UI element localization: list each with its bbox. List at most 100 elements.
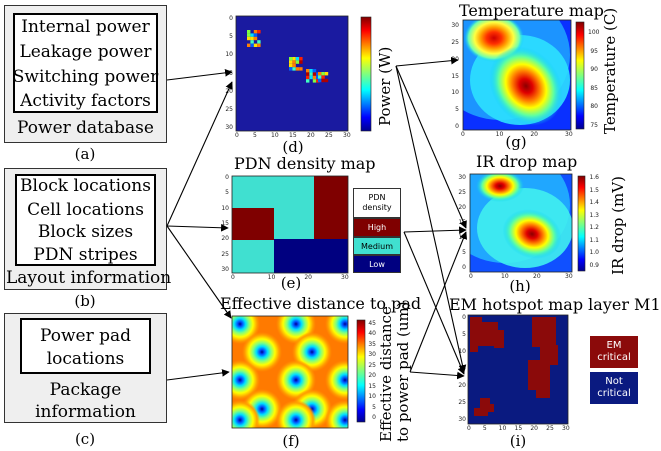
ir-x-tick-2: 20 bbox=[533, 273, 541, 280]
ir-cb-tick-3: 1.3 bbox=[589, 211, 599, 219]
figure-root: Internal power Leakage power Switching p… bbox=[4, 1, 661, 450]
power-hotspot-cell bbox=[316, 75, 320, 80]
temp-y-tick-0: 30 bbox=[451, 22, 459, 29]
label-g: (g) bbox=[505, 133, 527, 151]
temp-y-tick-3: 15 bbox=[451, 72, 459, 80]
power-hotspot-cell bbox=[316, 79, 320, 83]
pdn-y-tick-1: 5 bbox=[225, 189, 229, 197]
power-hotspot-cell bbox=[250, 43, 254, 47]
em-critical-region bbox=[540, 345, 558, 365]
power-hotspot-cell bbox=[257, 40, 261, 44]
ir-x-tick-0: 0 bbox=[469, 273, 473, 280]
pdn-legend-high: High bbox=[353, 218, 401, 237]
temp-y-tick-4: 10 bbox=[451, 89, 459, 97]
pdn-y-tick-4: 20 bbox=[221, 235, 229, 243]
power-hotspot-cell bbox=[289, 60, 293, 64]
em-critical-region bbox=[470, 317, 482, 345]
power-pad-marker bbox=[325, 400, 348, 428]
distance-cb-tick-9: 45 bbox=[368, 320, 376, 327]
power-hotspot-cell bbox=[306, 72, 310, 76]
power-hotspot-cell bbox=[253, 43, 258, 47]
power-hotspot-cell bbox=[295, 67, 300, 71]
em-critical-region bbox=[494, 330, 504, 348]
power-x-tick-3: 15 bbox=[289, 132, 297, 139]
ir-cb-tick-1: 1.5 bbox=[589, 186, 599, 194]
power-pad-marker bbox=[292, 332, 332, 372]
distance-cb-tick-1: 5 bbox=[372, 403, 376, 411]
em-map-title: EM hotspot map layer M1 bbox=[449, 295, 661, 314]
temperature-map-title: Temperature map bbox=[459, 1, 604, 20]
label-e: (e) bbox=[280, 274, 302, 292]
ir-y-tick-4: 10 bbox=[458, 234, 466, 241]
em-y-tick-2: 10 bbox=[458, 348, 466, 355]
pdn-x-tick-3: 30 bbox=[341, 274, 349, 281]
pdn-y-tick-5: 25 bbox=[221, 250, 229, 258]
package-item-pad: Power pad bbox=[39, 326, 132, 346]
temp-x-tick-0: 0 bbox=[461, 131, 465, 138]
power-hotspot-cell bbox=[289, 63, 293, 68]
power-hotspot-cell bbox=[292, 60, 296, 64]
layout-item-blocks: Block locations bbox=[20, 176, 151, 196]
layout-item-sizes: Block sizes bbox=[37, 222, 134, 242]
power-hotspot-cell bbox=[253, 33, 258, 37]
ir-y-tick-3: 15 bbox=[458, 219, 466, 226]
power-hotspot-cell bbox=[306, 69, 310, 73]
power-hotspot-cell bbox=[324, 78, 329, 83]
temp-x-tick-1: 10 bbox=[495, 131, 504, 138]
power-hotspot-cell bbox=[312, 75, 317, 80]
power-hotspot-cell bbox=[306, 75, 310, 80]
power-hotspot-cell bbox=[324, 72, 329, 76]
power-hotspot-cell bbox=[312, 72, 317, 76]
power-hotspot-cell bbox=[250, 36, 254, 41]
ir-colorbar-label: IR drop (mV) bbox=[609, 176, 627, 275]
ir-cb-tick-7: 0.9 bbox=[589, 262, 599, 269]
power-pad-marker bbox=[232, 400, 260, 428]
em-x-tick-4: 20 bbox=[530, 425, 538, 432]
layout-item-cells: Cell locations bbox=[27, 200, 144, 220]
power-hotspot-cell bbox=[309, 75, 313, 80]
package-items-box bbox=[20, 318, 151, 374]
power-hotspot-cell bbox=[247, 36, 251, 41]
power-hotspot-cell bbox=[316, 72, 320, 76]
em-critical-region bbox=[478, 322, 498, 346]
label-d: (d) bbox=[282, 138, 304, 156]
power-hotspot-cell bbox=[257, 43, 261, 47]
distance-colorbar-label-line2: to power pad (um) bbox=[394, 301, 412, 442]
power-items-box bbox=[13, 13, 158, 113]
power-hotspot-cell bbox=[289, 67, 293, 71]
power-hotspot-cell bbox=[299, 60, 303, 64]
label-i: (i) bbox=[509, 432, 527, 450]
em-critical-region bbox=[488, 404, 494, 412]
label-h: (h) bbox=[509, 277, 531, 295]
distance-cb-tick-5: 25 bbox=[368, 361, 376, 369]
power-hotspot-cell bbox=[250, 40, 254, 44]
arrow-e-to-h bbox=[403, 226, 467, 235]
em-legend-not-critical: Not critical bbox=[590, 372, 638, 404]
temp-cb-tick-1: 95 bbox=[590, 47, 598, 55]
power-item-internal: Internal power bbox=[21, 17, 150, 37]
layout-items-box bbox=[15, 174, 156, 266]
ir-cb-tick-0: 1.6 bbox=[589, 174, 599, 181]
power-hotspot-cell bbox=[253, 36, 258, 41]
temp-cb-tick-2: 90 bbox=[590, 66, 598, 74]
pdn-legend-header-text: PDN density bbox=[362, 193, 392, 212]
temp-y-tick-1: 25 bbox=[451, 38, 459, 46]
power-hotspot-cell bbox=[299, 57, 303, 61]
power-hotspot-cell bbox=[253, 30, 258, 34]
power-hotspot-cell bbox=[318, 75, 322, 79]
package-caption-line2: information bbox=[35, 402, 136, 422]
power-hotspot-cell bbox=[292, 57, 296, 61]
distance-cb-tick-4: 20 bbox=[368, 372, 376, 380]
power-x-tick-4: 20 bbox=[307, 132, 315, 139]
power-hotspot-cell bbox=[306, 79, 310, 83]
em-y-tick-6: 30 bbox=[458, 416, 466, 423]
ir-y-tick-2: 20 bbox=[458, 204, 466, 211]
pdn-legend-medium: Medium bbox=[353, 237, 401, 255]
em-y-tick-3: 15 bbox=[458, 365, 466, 372]
em-x-tick-3: 15 bbox=[514, 425, 523, 432]
temp-x-tick-3: 30 bbox=[565, 131, 573, 138]
ir-cb-tick-2: 1.4 bbox=[589, 199, 599, 207]
em-critical-region bbox=[480, 398, 490, 408]
power-pad-marker bbox=[292, 389, 332, 428]
pdn-legend-header: PDN density bbox=[353, 188, 401, 218]
